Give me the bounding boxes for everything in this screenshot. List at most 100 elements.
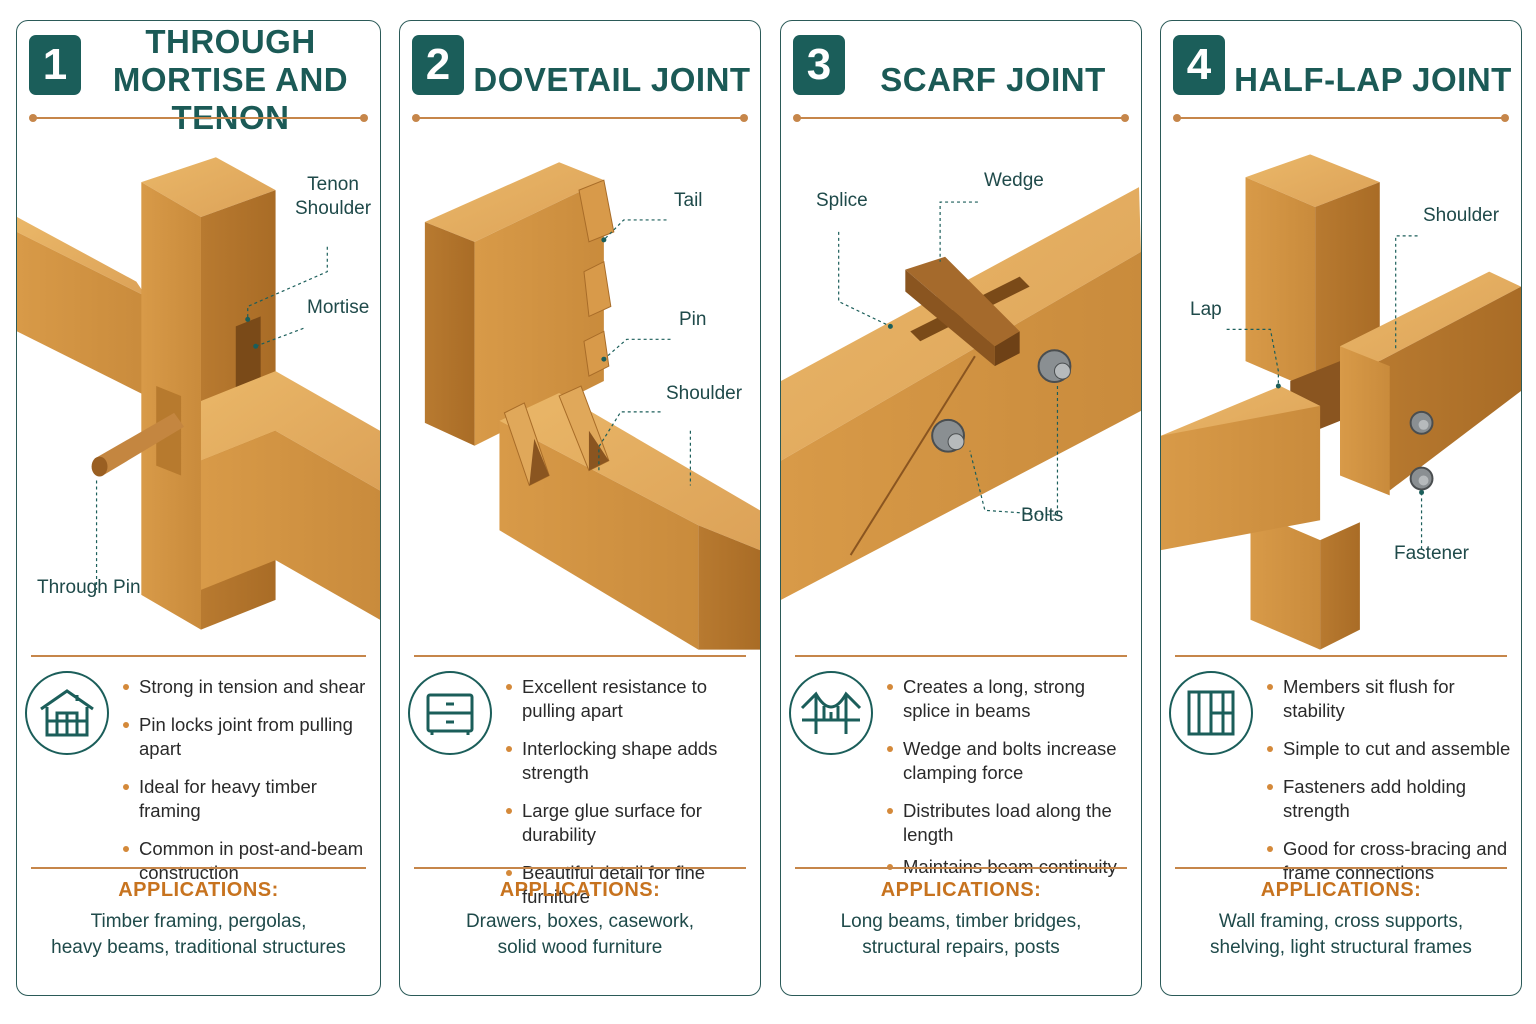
beam-left-top [17,216,147,297]
left-member-front [1161,405,1321,551]
applications-label: APPLICATIONS: [499,879,661,901]
right-member-end [1340,346,1390,496]
tail-board-front [474,180,604,446]
divider [1175,867,1507,869]
divider [414,655,746,657]
pin-board-front [499,420,699,650]
feature-item: Common in post-and-beam construction [123,837,374,885]
feature-list: Creates a long, strong splice in beams W… [887,675,1135,893]
applications-line: solid wood furniture [497,937,663,958]
wedge [905,256,1020,367]
feature-item: Distributes load along the length [887,799,1135,847]
post-front-upper [1245,177,1316,391]
applications-line: Long beams, timber bridges, [840,911,1082,932]
applications-line: structural repairs, posts [862,937,1060,958]
callout-line: Shoulder [295,198,372,219]
wall-frame-icon [1169,671,1253,755]
divider [1175,655,1507,657]
callout-wedge: Wedge [984,170,1044,191]
callout-shoulder: Shoulder [666,383,743,404]
feature-item: Good for cross-bracing and frame connect… [1267,837,1515,885]
callout-splice: Splice [816,190,868,211]
applications-text: Timber framing, pergolas, heavy beams, tr… [27,909,370,961]
fastener-lower [1409,466,1434,491]
mortise-tenon-illustration [17,157,380,630]
feature-list: Strong in tension and shear Pin locks jo… [123,675,374,899]
callout-mortise: Mortise [307,297,370,318]
fastener-upper [1409,410,1434,435]
callout-shoulder: Shoulder [1423,205,1500,226]
through-pin [91,412,185,477]
divider [795,655,1127,657]
title-divider [793,114,1129,122]
bolt-lower [931,418,965,453]
drawer-cabinet-icon [408,671,492,755]
pins [503,385,610,487]
scarf-illustration [781,187,1141,600]
half-lap-illustration [1161,154,1521,650]
divider [31,867,366,869]
feature-item: Excellent resistance to pulling apart [506,675,754,723]
divider [795,867,1127,869]
applications-line: Timber framing, pergolas, [90,911,307,932]
feature-item: Fasteners add holding strength [1267,775,1515,823]
feature-list: Members sit flush for stability Simple t… [1267,675,1515,899]
panel-number: 4 [1173,35,1225,95]
pin-board-side [698,525,760,650]
feature-item: Ideal for heavy timber framing [123,775,374,823]
applications-label: APPLICATIONS: [880,879,1042,901]
feature-item: Wedge and bolts increase clamping force [887,737,1135,785]
right-member-top [1340,271,1521,367]
panel-title: SCARF JOINT [851,35,1135,125]
mortise-slot [235,316,261,393]
bolt-upper [1037,349,1072,384]
feature-item: Interlocking shape adds strength [506,737,754,785]
applications-line: heavy beams, traditional structures [51,937,346,958]
applications-text: Drawers, boxes, casework, solid wood furn… [410,909,750,961]
panel-half-lap: 4 HALF-LAP JOINT Shoulder Lap Fastener [1160,20,1522,996]
beam-left-front [17,231,147,396]
applications-label: APPLICATIONS: [118,879,279,901]
tail-board-side [424,221,475,446]
right-member-side [1369,286,1521,491]
callout-line: Tenon [307,174,359,195]
applications-line: Drawers, boxes, casework, [465,911,695,932]
post-top [141,157,276,217]
callout-bolts: Bolts [1021,505,1064,526]
dovetail-illustration [424,162,760,650]
panel-number: 2 [412,35,464,95]
feature-item: Pin locks joint from pulling apart [123,713,374,761]
post-top [1245,154,1380,208]
panel-title: DOVETAIL JOINT [470,35,754,125]
title-line: HALF-LAP JOINT [1234,61,1512,98]
title-line: DOVETAIL JOINT [473,61,751,98]
callout-tail: Tail [674,190,703,211]
applications-line: Wall framing, cross supports, [1218,911,1464,932]
feature-item: Creates a long, strong splice in beams [887,675,1135,723]
title-line: THROUGH [145,23,316,60]
applications-text: Wall framing, cross supports,shelving, l… [1171,909,1511,961]
title-line: SCARF JOINT [880,61,1106,98]
feature-item: Large glue surface for durability [506,799,754,847]
title-divider [1173,114,1509,122]
panel-scarf: 3 SCARF JOINT Splice Wedge Bol [780,20,1142,996]
title-divider [29,114,368,122]
callout-pin: Pin [679,309,707,330]
post-side-lower [1320,522,1360,650]
panel-number: 1 [29,35,81,95]
tails [578,179,615,377]
house-frame-icon [25,671,109,755]
bridge-icon [789,671,873,755]
feature-list: Excellent resistance to pulling apart In… [506,675,754,923]
panel-title: HALF-LAP JOINT [1231,35,1515,125]
divider [414,867,746,869]
panel-dovetail: 2 DOVETAIL JOINT Tail [399,20,761,996]
callout-lap: Lap [1190,299,1222,320]
pin-board-top [499,392,760,551]
divider [31,655,366,657]
feature-item: Simple to cut and assemble [1267,737,1515,761]
title-divider [412,114,748,122]
